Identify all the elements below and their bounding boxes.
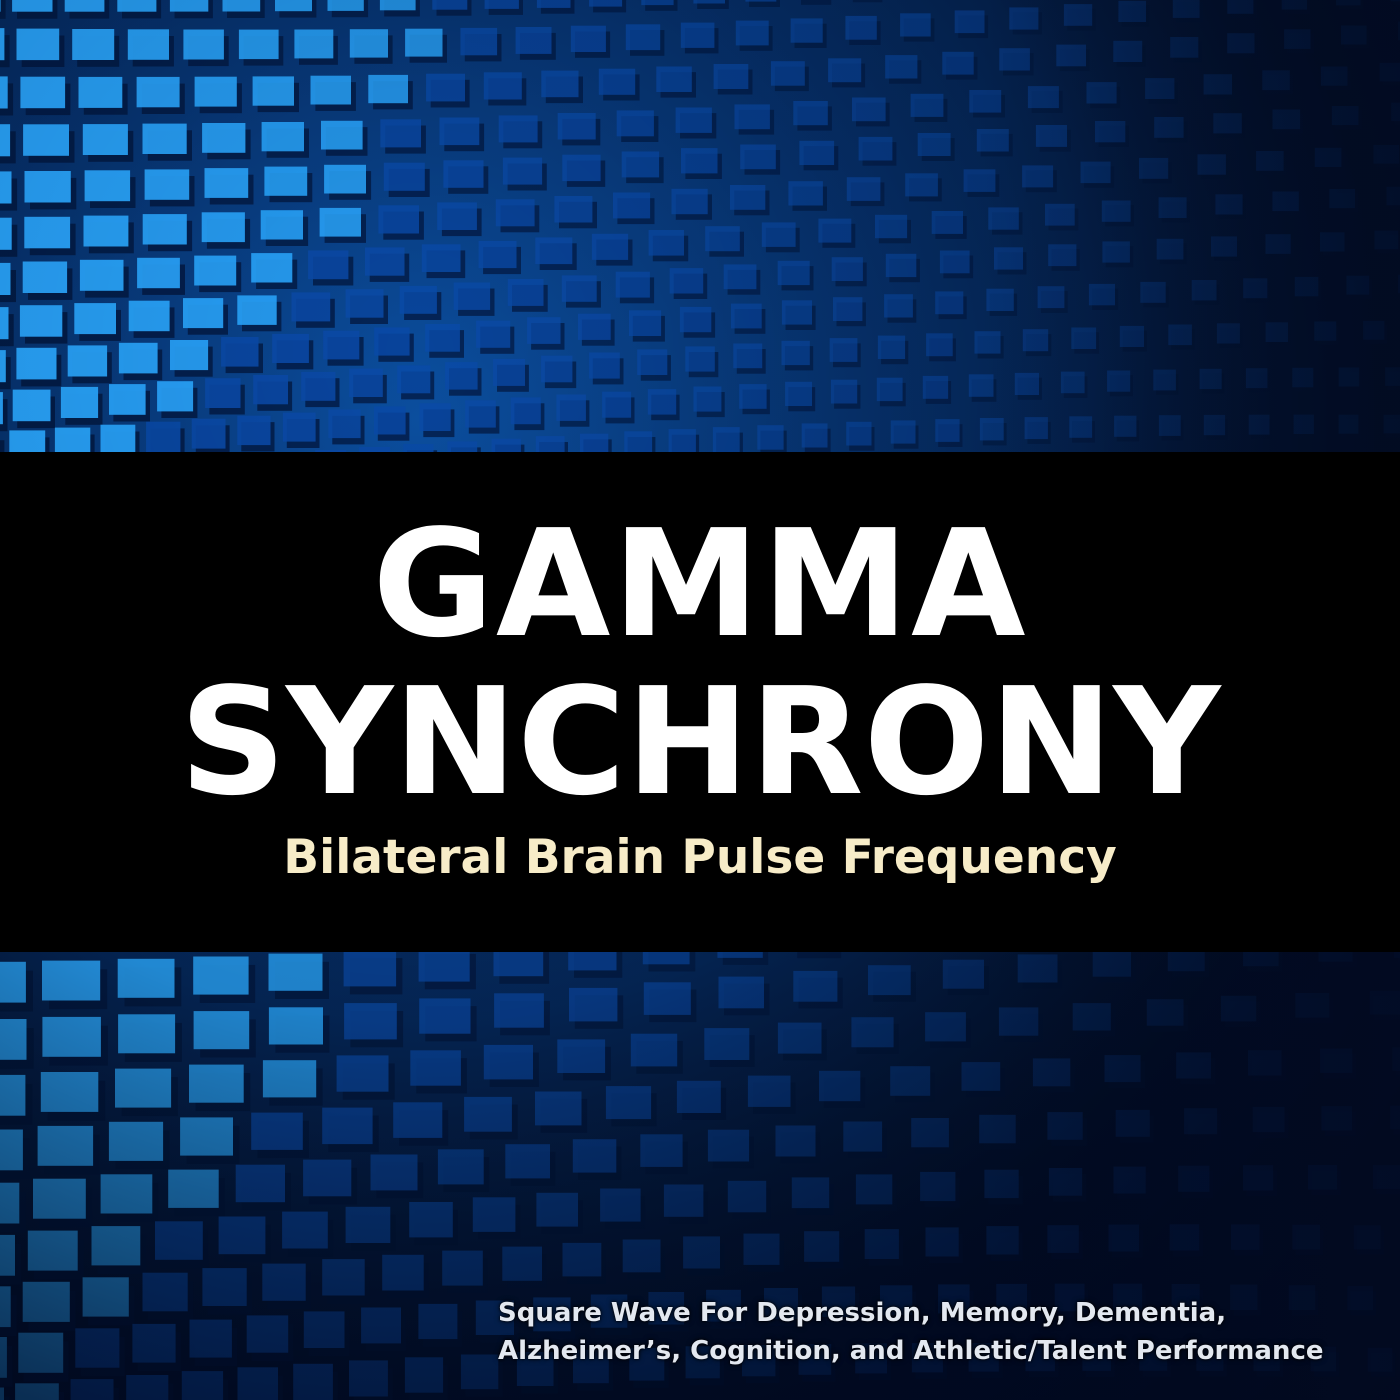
tagline-line-1: Square Wave For Depression, Memory, Deme… <box>498 1298 1227 1328</box>
title-line-2: SYNCHRONY <box>179 656 1221 828</box>
subtitle: Bilateral Brain Pulse Frequency <box>283 830 1117 885</box>
title-band <box>0 452 1400 952</box>
tagline-line-2: Alzheimer’s, Cognition, and Athletic/Tal… <box>498 1336 1324 1366</box>
tagline: Square Wave For Depression, Memory, Deme… <box>498 1294 1378 1370</box>
title-line-1: GAMMA <box>372 498 1028 670</box>
